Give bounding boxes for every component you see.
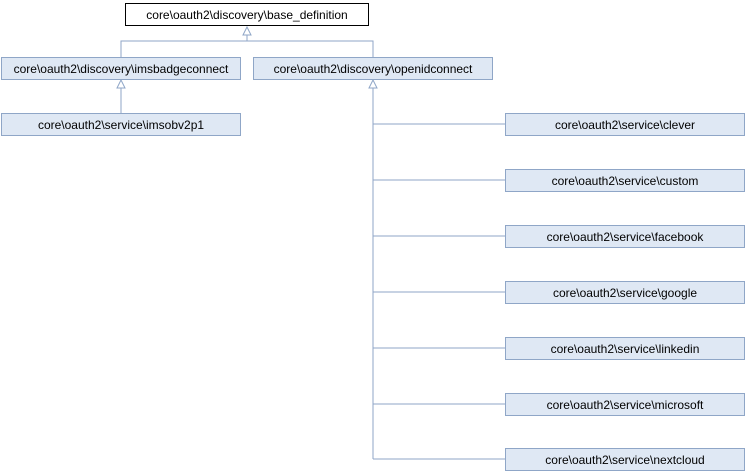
node-clever[interactable]: core\oauth2\service\clever xyxy=(505,113,745,136)
edge-openidconnect-to-base-definition xyxy=(247,40,374,57)
node-linkedin[interactable]: core\oauth2\service\linkedin xyxy=(505,337,745,360)
node-imsobv2p1[interactable]: core\oauth2\service\imsobv2p1 xyxy=(1,113,241,136)
node-google[interactable]: core\oauth2\service\google xyxy=(505,281,745,304)
node-microsoft[interactable]: core\oauth2\service\microsoft xyxy=(505,393,745,416)
edge-imsbadgeconnect-to-base-definition xyxy=(120,27,248,57)
arrowhead-base-definition xyxy=(242,25,252,36)
node-openidconnect[interactable]: core\oauth2\discovery\openidconnect xyxy=(253,57,493,80)
arrowhead-openidconnect xyxy=(368,78,378,89)
node-nextcloud[interactable]: core\oauth2\service\nextcloud xyxy=(505,448,745,471)
node-imsbadgeconnect[interactable]: core\oauth2\discovery\imsbadgeconnect xyxy=(1,57,241,80)
node-base-definition[interactable]: core\oauth2\discovery\base_definition xyxy=(125,3,369,26)
node-facebook[interactable]: core\oauth2\service\facebook xyxy=(505,225,745,248)
arrowhead-imsbadgeconnect xyxy=(116,78,126,89)
node-custom[interactable]: core\oauth2\service\custom xyxy=(505,169,745,192)
